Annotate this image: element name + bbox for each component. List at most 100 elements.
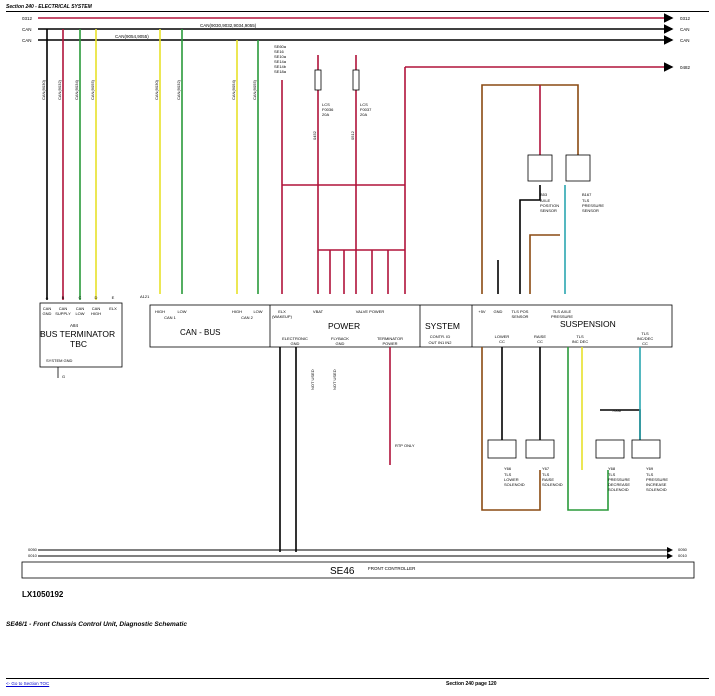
svg-text:SENSOR: SENSOR [540,208,557,213]
svg-text:LOW: LOW [177,309,186,314]
fuse-f0036 [314,69,322,91]
solenoid-y69 [631,439,661,459]
svg-text:20A: 20A [360,112,367,117]
solenoid-y67 [525,439,555,459]
se46-bar [21,561,695,579]
footer-rule [6,678,709,679]
not-used-2: NOT USED [332,369,337,390]
tbc-title2: TBC [70,339,87,349]
fusebus-3: SE14a [274,59,287,64]
controller-ref: A121 [140,294,150,299]
svg-text:CAN 2: CAN 2 [241,315,254,320]
svg-text:CC: CC [642,341,648,346]
svg-text:TLS: TLS [608,472,616,477]
controller-power: POWER [328,321,360,331]
svg-text:SOLENOID: SOLENOID [646,487,667,492]
svg-text:CAN(9054): CAN(9054) [231,79,236,100]
tbc-title1: BUS TERMINATOR [40,329,115,339]
svg-text:0050: 0050 [678,547,688,552]
can-wires [159,29,259,294]
svg-text:TLS: TLS [576,334,584,339]
svg-text:PRESSURE: PRESSURE [551,314,573,319]
svg-text:CAN(9030): CAN(9030) [154,79,159,100]
solenoid-y68 [595,439,625,459]
bottom-bus [38,547,673,559]
svg-text:TLS: TLS [542,472,550,477]
svg-text:CC: CC [499,339,505,344]
svg-text:20A: 20A [322,112,329,117]
fusebus-4: SE14b [274,64,287,69]
diagram-caption: SE46/1 - Front Chassis Control Unit, Dia… [6,621,187,628]
go-to-section-toc-link[interactable]: <- Go to Section TOC [6,681,50,686]
bus-group1-label: CAN(9030,9032,9034,9055) [200,23,257,28]
svg-text:CC: CC [537,339,543,344]
tbc-pin-d: D [95,295,98,300]
svg-text:HIGH: HIGH [155,309,165,314]
solenoid-y66 [487,439,517,459]
wire-9055: CAN(9055) [90,79,95,100]
wire-7006: 7006 [612,408,622,413]
tbc-pin-a: A [46,295,49,300]
svg-text:GND: GND [43,311,52,316]
svg-text:INCREASE: INCREASE [646,482,667,487]
bus-right-can1: CAN [680,27,690,32]
fusebus-2: SE10a [274,54,287,59]
svg-text:CAN(9032): CAN(9032) [176,79,181,100]
header-rule [6,11,709,12]
svg-text:TLS: TLS [504,472,512,477]
svg-text:CAN 1: CAN 1 [164,315,177,320]
svg-text:INC/DEC: INC/DEC [637,336,654,341]
svg-text:RAISE: RAISE [534,334,546,339]
svg-text:INC DEC: INC DEC [572,339,589,344]
svg-text:PRESSURE: PRESSURE [608,477,630,482]
svg-text:GND: GND [336,341,345,346]
svg-text:0010: 0010 [28,553,38,558]
not-used-1: NOT USED [310,369,315,390]
svg-text:SOLENOID: SOLENOID [542,482,563,487]
fusebus-5: SE18a [274,69,287,74]
controller-canbus: CAN - BUS [180,328,220,337]
sensor-b167 [565,154,591,182]
svg-text:HIGH: HIGH [91,311,101,316]
section-header: Section 240 - ELECTRICAL SYSTEM [6,4,92,10]
svg-text:SENSOR: SENSOR [512,314,529,319]
svg-text:TLS AXLE: TLS AXLE [553,309,572,314]
svg-text:TLS: TLS [646,472,654,477]
svg-text:SUPPLY: SUPPLY [55,311,71,316]
svg-text:POSITION: POSITION [540,203,559,208]
svg-text:ELX: ELX [109,306,117,311]
fusebus-0: SE60a [274,44,287,49]
svg-text:SOLENOID: SOLENOID [608,487,629,492]
svg-text:+5V: +5V [478,309,486,314]
sensor-b53 [527,154,553,182]
svg-text:VBAT: VBAT [313,309,324,314]
svg-text:ELX: ELX [278,309,286,314]
svg-text:PRESSURE: PRESSURE [646,477,668,482]
bus-left-can2: CAN [22,38,32,43]
svg-text:LCS: LCS [322,102,330,107]
svg-text:LOW: LOW [75,311,84,316]
tbc-pin-e: E [112,295,115,300]
se46-name: SE46 [330,566,355,577]
svg-text:DECREASE: DECREASE [608,482,630,487]
svg-text:(WAKEUP): (WAKEUP) [272,314,293,319]
wire-9032: CAN(9032) [57,79,62,100]
svg-text:0010: 0010 [678,553,688,558]
svg-text:AXLE: AXLE [540,198,551,203]
svg-text:Y69: Y69 [646,466,654,471]
svg-text:F0036: F0036 [322,107,334,112]
svg-text:CAN: CAN [43,306,52,311]
tbc-id: A84 [70,323,79,328]
wire-9030: CAN(9030) [41,79,46,100]
svg-text:CAN: CAN [59,306,68,311]
svg-text:RAISE: RAISE [542,477,554,482]
svg-text:B53: B53 [540,192,548,197]
svg-text:LOW: LOW [253,309,262,314]
fuse-feed [281,55,406,294]
solenoids [487,439,661,459]
svg-text:HIGH: HIGH [232,309,242,314]
page-number: Section 240 page 120 [446,681,497,687]
svg-text:LCS: LCS [360,102,368,107]
svg-text:SENSOR: SENSOR [582,208,599,213]
